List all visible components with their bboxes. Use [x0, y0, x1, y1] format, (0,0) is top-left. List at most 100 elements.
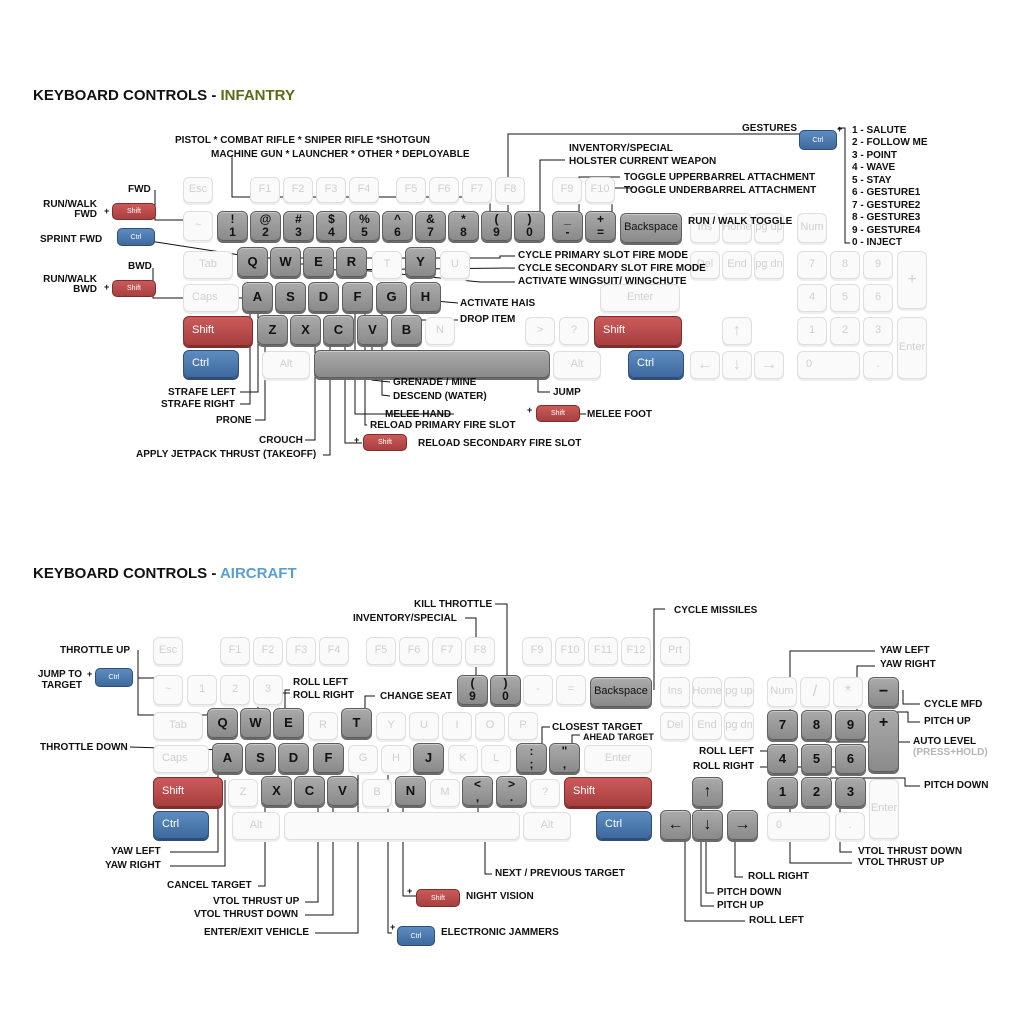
key-arrow-left[interactable]: ←: [690, 351, 720, 379]
key-e[interactable]: E: [273, 708, 304, 738]
key-u[interactable]: U: [409, 712, 439, 740]
key-numpad-1[interactable]: 1: [797, 317, 827, 345]
key-pgup[interactable]: pg up: [724, 677, 754, 707]
key-b[interactable]: B: [362, 779, 392, 807]
key-minus[interactable]: _-: [552, 211, 583, 241]
key-0[interactable]: )0: [490, 675, 521, 705]
key-f4[interactable]: F4: [319, 637, 349, 665]
key-1[interactable]: 1: [187, 675, 217, 705]
key-f12[interactable]: F12: [621, 637, 651, 665]
key-f1[interactable]: F1: [220, 637, 250, 665]
key-f3[interactable]: F3: [286, 637, 316, 665]
key-q[interactable]: Q: [237, 247, 268, 277]
key-j[interactable]: J: [413, 743, 444, 773]
key-9[interactable]: (9: [481, 211, 512, 241]
key-slash[interactable]: ?: [530, 779, 560, 807]
key-prt[interactable]: Prt: [660, 637, 690, 665]
key-1[interactable]: !1: [217, 211, 248, 241]
key-g[interactable]: G: [376, 282, 407, 312]
key-tilde[interactable]: ~: [183, 211, 213, 241]
key-home[interactable]: Home: [722, 213, 752, 243]
key-a[interactable]: A: [212, 743, 243, 773]
key-f5[interactable]: F5: [396, 177, 426, 203]
key-f[interactable]: F: [342, 282, 373, 312]
key-right-ctrl[interactable]: Ctrl: [596, 811, 652, 839]
key-caps[interactable]: Caps: [153, 745, 209, 773]
key-space[interactable]: [314, 350, 550, 378]
key-f6[interactable]: F6: [399, 637, 429, 665]
key-right-ctrl[interactable]: Ctrl: [628, 350, 684, 378]
key-tab[interactable]: Tab: [183, 251, 233, 279]
key-f[interactable]: F: [313, 743, 344, 773]
key-equals[interactable]: =: [556, 675, 586, 705]
key-backspace[interactable]: Backspace: [620, 213, 682, 243]
key-right-alt[interactable]: Alt: [553, 351, 601, 379]
key-a[interactable]: A: [242, 282, 273, 312]
key-w[interactable]: W: [270, 247, 301, 277]
key-t[interactable]: T: [341, 708, 372, 738]
key-numpad-9[interactable]: 9: [835, 710, 866, 740]
key-num[interactable]: Num: [797, 213, 827, 243]
key-tab[interactable]: Tab: [153, 712, 203, 740]
key-quote[interactable]: ",: [549, 743, 580, 773]
key-o[interactable]: O: [475, 712, 505, 740]
key-d[interactable]: D: [308, 282, 339, 312]
key-semicolon[interactable]: :;: [516, 743, 547, 773]
key-del[interactable]: Del: [690, 251, 720, 279]
key-f5[interactable]: F5: [366, 637, 396, 665]
key-4[interactable]: $4: [316, 211, 347, 241]
key-numpad-1[interactable]: 1: [767, 777, 798, 807]
key-z[interactable]: Z: [228, 779, 258, 807]
key-w[interactable]: W: [240, 708, 271, 738]
key-f3[interactable]: F3: [316, 177, 346, 203]
key-numpad-minus[interactable]: −: [868, 677, 899, 707]
key-numpad-plus[interactable]: +: [897, 251, 927, 309]
key-right-shift[interactable]: Shift: [564, 777, 652, 807]
key-pgup[interactable]: pg up: [754, 213, 784, 243]
key-s[interactable]: S: [245, 743, 276, 773]
key-v[interactable]: V: [357, 315, 388, 345]
key-f10[interactable]: F10: [555, 637, 585, 665]
key-f11[interactable]: F11: [588, 637, 618, 665]
key-numpad-5[interactable]: 5: [801, 744, 832, 774]
key-backspace[interactable]: Backspace: [590, 677, 652, 707]
key-b[interactable]: B: [391, 315, 422, 345]
key-equals[interactable]: +=: [585, 211, 616, 241]
key-numpad-3[interactable]: 3: [863, 317, 893, 345]
key-3[interactable]: #3: [283, 211, 314, 241]
key-f7[interactable]: F7: [432, 637, 462, 665]
key-l[interactable]: L: [481, 745, 511, 773]
key-y[interactable]: Y: [405, 247, 436, 277]
key-d[interactable]: D: [278, 743, 309, 773]
key-f4[interactable]: F4: [349, 177, 379, 203]
key-comma[interactable]: <,: [462, 776, 493, 806]
key-tilde[interactable]: ~: [153, 675, 183, 705]
key-arrow-up[interactable]: ↑: [692, 777, 723, 807]
key-f8[interactable]: F8: [495, 177, 525, 203]
key-x[interactable]: X: [261, 776, 292, 806]
key-9[interactable]: (9: [457, 675, 488, 705]
key-enter[interactable]: Enter: [584, 745, 652, 773]
key-2[interactable]: 2: [220, 675, 250, 705]
key-numpad-2[interactable]: 2: [830, 317, 860, 345]
key-x[interactable]: X: [290, 315, 321, 345]
key-r[interactable]: R: [336, 247, 367, 277]
key-c[interactable]: C: [323, 315, 354, 345]
key-e[interactable]: E: [303, 247, 334, 277]
key-numpad-6[interactable]: 6: [863, 284, 893, 312]
key-numpad-2[interactable]: 2: [801, 777, 832, 807]
key-f8[interactable]: F8: [465, 637, 495, 665]
key-r[interactable]: R: [308, 712, 338, 740]
key-q[interactable]: Q: [207, 708, 238, 738]
key-f10[interactable]: F10: [585, 177, 615, 203]
key-numpad-dot[interactable]: .: [863, 351, 893, 379]
key-8[interactable]: *8: [448, 211, 479, 241]
key-numpad-3[interactable]: 3: [835, 777, 866, 807]
key-arrow-down[interactable]: ↓: [692, 810, 723, 840]
key-numpad-7[interactable]: 7: [767, 710, 798, 740]
key-7[interactable]: &7: [415, 211, 446, 241]
key-caps[interactable]: Caps: [183, 284, 239, 312]
key-end[interactable]: End: [692, 712, 722, 740]
key-u[interactable]: U: [440, 251, 470, 279]
key-minus[interactable]: -: [523, 675, 553, 705]
